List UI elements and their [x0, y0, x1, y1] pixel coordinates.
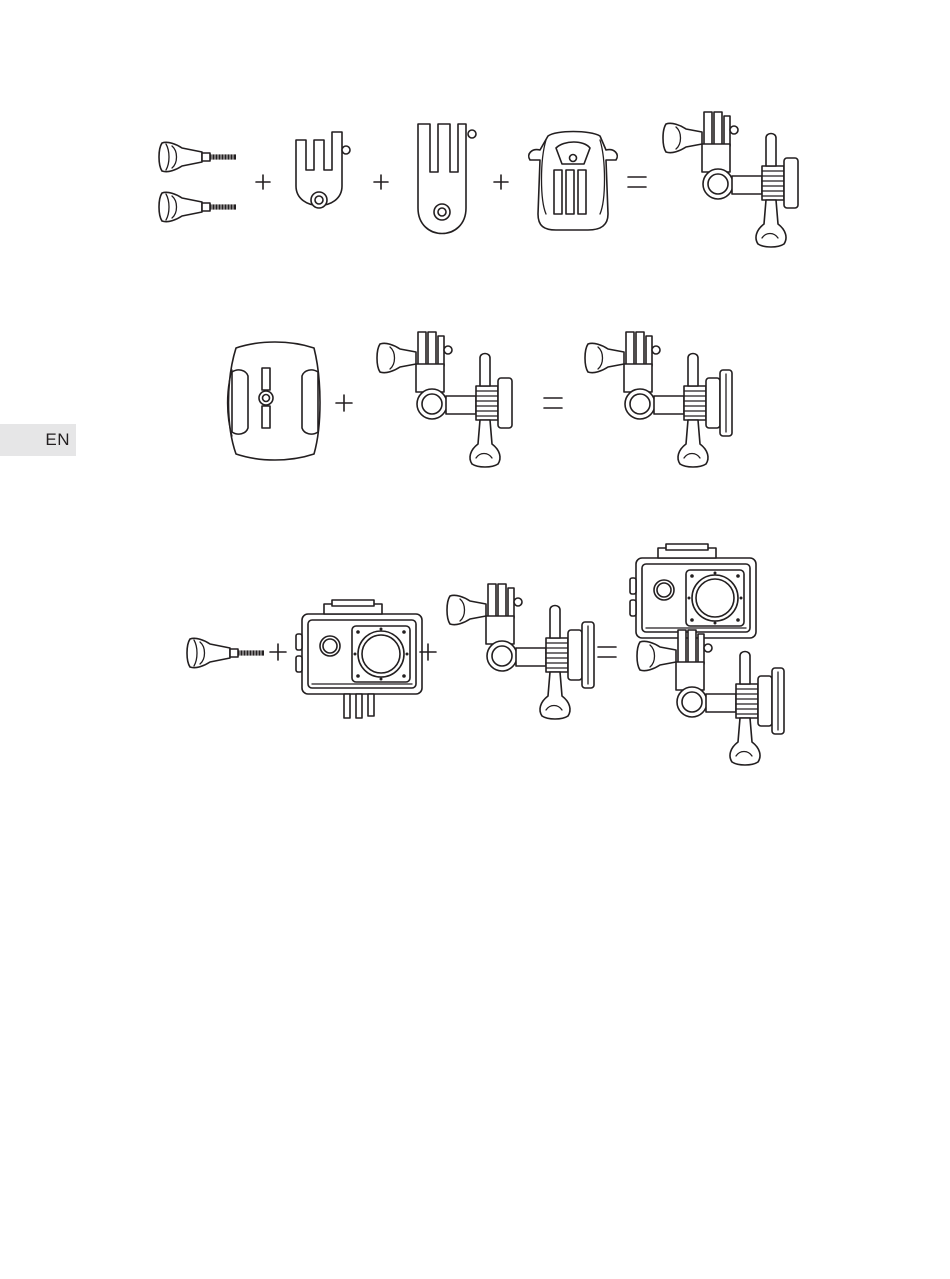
- long-adapter: [418, 124, 476, 234]
- row-2: [228, 332, 733, 467]
- plus-operator: [494, 175, 508, 189]
- assembled-side-mount-arm: [377, 332, 512, 467]
- equals-operator: [628, 177, 646, 187]
- arm-on-base: [447, 584, 594, 719]
- buckle-mount: [529, 132, 618, 231]
- short-adapter: [296, 132, 350, 208]
- waterproof-camera-case: [296, 600, 422, 718]
- plus-operator: [336, 395, 352, 411]
- plus-operator: [270, 644, 286, 660]
- row-3: [187, 544, 784, 765]
- adhesive-base-mount: [228, 342, 321, 460]
- arm-on-base: [585, 332, 732, 467]
- equals-operator: [598, 647, 616, 657]
- plus-operator: [374, 175, 388, 189]
- row-1: [159, 112, 798, 247]
- thumb-screw-pair: [159, 142, 236, 221]
- assembled-side-mount-arm: [663, 112, 798, 247]
- camera-mounted-on-arm: [630, 544, 784, 765]
- plus-operator: [256, 175, 270, 189]
- thumb-screw: [187, 638, 264, 667]
- equals-operator: [544, 398, 562, 408]
